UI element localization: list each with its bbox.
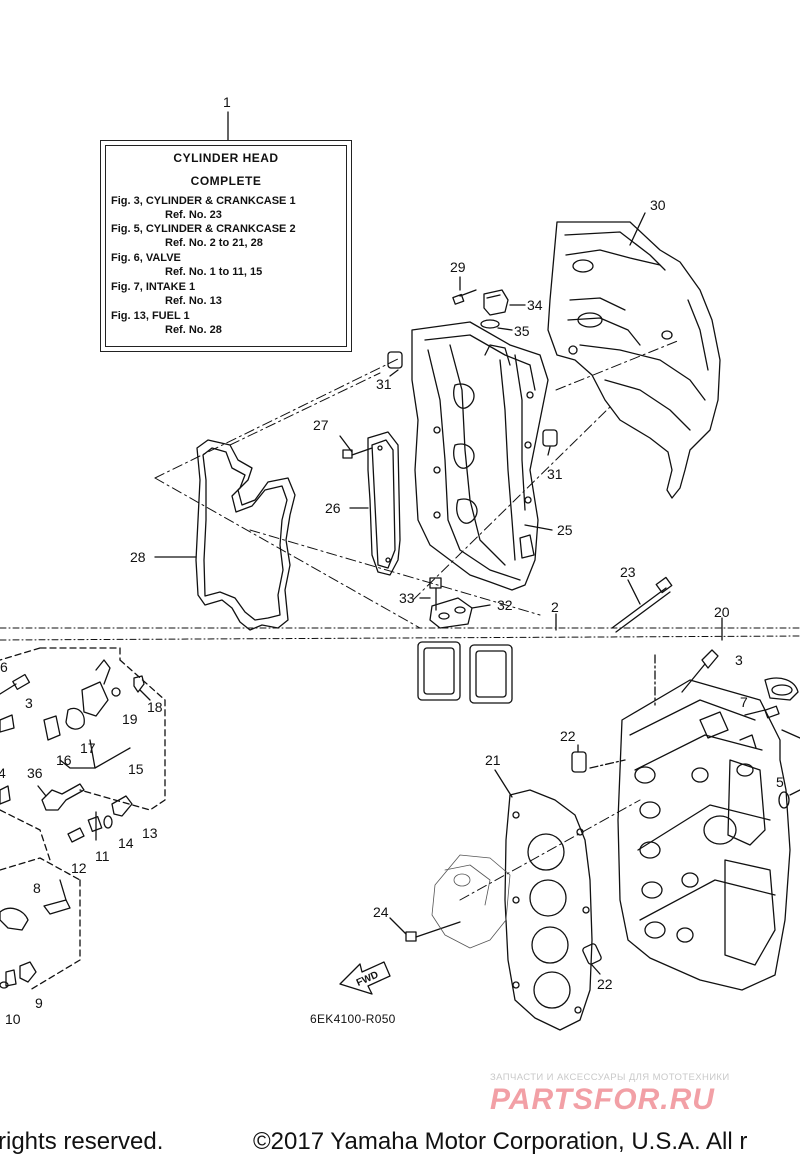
ref-line: Ref. No. 1 to 11, 15 (165, 266, 263, 278)
callout-27: 27 (313, 417, 329, 433)
plate-part-32 (429, 597, 491, 629)
callout-35: 35 (514, 323, 530, 339)
engine-block-ghost (431, 854, 511, 949)
grommet-part-31 (387, 351, 558, 456)
callout-13: 13 (142, 825, 158, 841)
callout-1: 1 (223, 94, 231, 110)
callout-25: 25 (557, 522, 573, 538)
o-ring-part-35 (480, 319, 513, 331)
ref-line: Ref. No. 28 (165, 324, 222, 336)
callout-23: 23 (620, 564, 636, 580)
bolt-part-23 (611, 576, 673, 633)
reference-box: CYLINDER HEAD COMPLETE Fig. 3, CYLINDER … (100, 140, 352, 352)
callout-10: 10 (5, 1011, 21, 1027)
callout-21: 21 (485, 752, 501, 768)
ref-line: Fig. 6, VALVE (111, 252, 181, 264)
callout-16: 16 (56, 752, 72, 768)
oil-cap-part-34 (483, 289, 526, 316)
callout-28: 28 (130, 549, 146, 565)
ref-line: Fig. 7, INTAKE 1 (111, 281, 196, 293)
ref-line: Fig. 5, CYLINDER & CRANKCASE 2 (111, 223, 296, 235)
bolt-part-33 (419, 577, 442, 611)
callout-18: 18 (147, 699, 163, 715)
ref-line: Fig. 3, CYLINDER & CRANKCASE 1 (111, 195, 296, 207)
footer-rights-text: rights reserved. (0, 1128, 164, 1155)
watermark-logo: PARTSFOR.RU (490, 1083, 715, 1116)
valve-guide-part-3-right (681, 649, 719, 693)
ref-title-line-2: COMPLETE (190, 174, 262, 188)
callout-11: 11 (95, 848, 110, 864)
callout-30: 30 (650, 197, 666, 213)
dowel-part-22 (571, 744, 626, 975)
fwd-arrow (339, 961, 391, 995)
callout-29: 29 (450, 259, 466, 275)
ref-line: Ref. No. 2 to 21, 28 (165, 237, 263, 249)
bolt-part-29 (452, 276, 477, 305)
callout-31-lower: 31 (547, 466, 563, 482)
callout-17: 17 (80, 740, 96, 756)
cover-gasket-part-28 (195, 439, 296, 631)
callout-15: 15 (128, 761, 144, 777)
head-gasket-part-21 (494, 769, 593, 1031)
callout-22-upper: 22 (560, 728, 576, 744)
callout-36: 36 (27, 765, 43, 781)
callout-3-right: 3 (735, 652, 743, 668)
callout-6: 6 (0, 659, 8, 675)
rocker-part-7 (744, 677, 800, 739)
diagram-code: 6EK4100-R050 (310, 1012, 396, 1026)
gasket-part-26 (349, 431, 401, 576)
callout-9: 9 (35, 995, 43, 1011)
callout-24: 24 (373, 904, 389, 920)
callout-33: 33 (399, 590, 415, 606)
watermark-tagline: ЗАПЧАСТИ И АКСЕССУАРЫ ДЛЯ МОТОТЕХНИКИ (490, 1072, 730, 1083)
cylinder-head-cover-part-25 (411, 321, 549, 591)
callout-8: 8 (33, 880, 41, 896)
callout-26: 26 (325, 500, 341, 516)
ref-line: Fig. 13, FUEL 1 (111, 310, 190, 322)
bolt-part-24 (389, 917, 461, 942)
footer-copyright-text: ©2017 Yamaha Motor Corporation, U.S.A. A… (253, 1128, 748, 1155)
ref-line: Ref. No. 23 (165, 209, 222, 221)
callout-5: 5 (776, 774, 784, 790)
ref-title-line-1: CYLINDER HEAD (173, 151, 279, 165)
seal-part-5 (778, 789, 800, 809)
callout-7: 7 (740, 694, 748, 710)
timing-cover-part-30 (547, 221, 721, 499)
callout-14: 14 (118, 835, 134, 851)
callout-22-lower: 22 (597, 976, 613, 992)
valve-train-left-cluster (0, 647, 166, 991)
callout-3-left: 3 (25, 695, 33, 711)
callout-19: 19 (122, 711, 138, 727)
callout-20: 20 (714, 604, 730, 620)
callout-32: 32 (497, 597, 513, 613)
callout-2: 2 (551, 599, 559, 615)
cylinder-head-part-20 (617, 679, 791, 991)
callout-31-upper: 31 (376, 376, 392, 392)
callout-34: 34 (527, 297, 543, 313)
callout-12: 12 (71, 860, 87, 876)
gasket-part-2 (417, 613, 557, 704)
callout-4: 4 (0, 765, 6, 781)
ref-line: Ref. No. 13 (165, 295, 222, 307)
bolt-part-27 (339, 435, 373, 459)
